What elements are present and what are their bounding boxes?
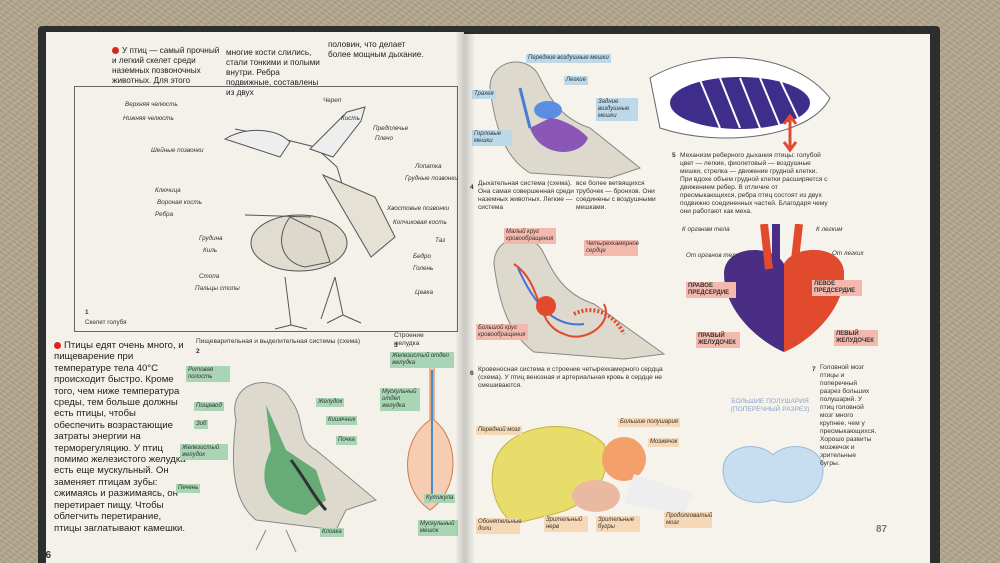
label-gland-stomach: Железистый желудок: [180, 444, 228, 460]
skeleton-drawing: [223, 106, 396, 330]
label-coccyx: Копчиковая кость: [393, 219, 447, 226]
label-kidney: Почка: [336, 436, 357, 445]
label-small-circle: Малый круг кровообращения: [504, 228, 556, 244]
cross-section-title: БОЛЬШИЕ ПОЛУШАРИЯ (ПОПЕРЕЧНЫЙ РАЗРЕЗ): [730, 398, 810, 413]
label-foot: Стопа: [199, 273, 220, 280]
label-four-chamber: Четырехкамерное сердце: [584, 240, 640, 256]
resp-caption: Дыхательная система (схема). Она самая с…: [478, 180, 574, 211]
label-from-body: От органов тела: [686, 252, 740, 259]
label-lower-jaw: Нижняя челюсть: [123, 115, 174, 122]
col2-text: многие кости слились, стали тонкими и по…: [226, 48, 320, 97]
label-cerebellum: Мозжечок: [648, 438, 680, 447]
label-crop: Ротовая полость: [186, 366, 230, 382]
stomach-drawing: [407, 360, 454, 511]
digestive-num: 2: [196, 348, 200, 355]
circ-num: 6: [470, 370, 474, 378]
label-shin: Голень: [413, 265, 434, 272]
bullet-icon: [112, 47, 119, 54]
label-to-body: К органам тела: [682, 226, 730, 233]
label-hemispheres: Большие полушария: [618, 418, 680, 427]
label-cloaca: Клоака: [320, 528, 344, 537]
label-scapula: Лопатка: [415, 163, 442, 170]
label-stomach: Желудок: [316, 398, 345, 407]
book-gutter: [455, 32, 475, 563]
ribcage-num: 5: [672, 152, 676, 159]
diet-text: Птицы едят очень много, и пищеварение пр…: [54, 340, 188, 534]
label-sternum: Грудина: [199, 235, 223, 242]
label-muscular: Мускульный отдел желудка: [380, 388, 420, 411]
ribcage-drawing: [649, 57, 831, 153]
ribcage-caption: Механизм реберного дыхания птицы: голубо…: [680, 152, 828, 215]
label-right-atrium: ПРАВОЕ ПРЕДСЕРДИЕ: [686, 282, 736, 298]
brain-drawing: [491, 426, 694, 525]
label-front-sacs: Передние воздушные мешки: [526, 54, 611, 63]
digestive-title: Пищеварительная и выделительная системы …: [196, 338, 361, 345]
label-olfactory: Обонятельные доли: [476, 518, 522, 534]
label-trachea: Трахея: [472, 90, 496, 99]
resp-num: 4: [470, 184, 474, 192]
heart-drawing: [724, 224, 844, 352]
label-ribs: Ребра: [155, 211, 174, 218]
label-neck-vertebrae: Шейные позвонки: [151, 147, 204, 154]
skeleton-caption: Скелет голубя: [85, 319, 127, 326]
label-shoulder: Плечо: [375, 135, 394, 142]
label-optic-lobes: Зрительные бугры: [596, 516, 640, 532]
brain-caption: Головной мозг птицы и поперечный разрез …: [820, 364, 877, 467]
label-throat-sacs: Горловые мешки: [472, 130, 512, 146]
label-cuticle: Кутикула: [424, 494, 456, 503]
left-page: У птиц — самый прочный и легкий скелет с…: [46, 32, 464, 563]
resp-caption-2: все более ветвящихся трубочек — бронхов.…: [576, 180, 656, 211]
label-glandular: Железистый отдел желудка: [390, 352, 454, 368]
label-muscle-bag: Мускульный мешок: [418, 520, 458, 536]
skeleton-figure: Верхняя челюсть Нижняя челюсть Шейные по…: [74, 86, 458, 332]
label-optic-nerve: Зрительный нерв: [544, 516, 588, 532]
label-liver: Печень: [176, 484, 201, 493]
label-from-lungs: От легких: [832, 250, 864, 257]
label-goiter: Пищевод: [194, 402, 224, 411]
circulation-drawing: [493, 237, 666, 360]
label-tail-vertebrae: Хвостовые позвонки: [387, 205, 450, 212]
label-to-lungs: К легким: [816, 226, 843, 233]
label-medulla: Продолговатый мозг: [664, 512, 713, 528]
label-tarsus: Цевка: [415, 289, 433, 296]
cross-section-drawing: [722, 446, 824, 503]
label-left-atrium: ЛЕВОЕ ПРЕДСЕРДИЕ: [812, 280, 862, 296]
label-clavicle: Ключица: [155, 187, 181, 194]
label-big-circle: Большой круг кровообращения: [476, 324, 528, 340]
intro-text: У птиц — самый прочный и легкий скелет с…: [112, 46, 220, 86]
label-pelvis: Таз: [435, 237, 445, 244]
label-thigh: Бедро: [413, 253, 432, 260]
page-number-right: 87: [876, 524, 888, 535]
intro-text-body: У птиц — самый прочный и легкий скелет с…: [112, 46, 220, 85]
label-right-ventricle: ПРАВЫЙ ЖЕЛУДОЧЕК: [696, 332, 740, 348]
label-crow-bone: Вороная кость: [157, 199, 202, 206]
digestive-drawing: [232, 382, 378, 553]
label-forearm: Предплечье: [373, 125, 409, 132]
stomach-num: 3: [394, 342, 398, 349]
label-rear-sacs: Задние воздушные мешки: [596, 98, 638, 121]
label-thoracic: Грудные позвонки: [405, 175, 458, 182]
diet-text-body: Птицы едят очень много, и пищеварение пр…: [54, 340, 186, 534]
label-lungs: Легкие: [564, 76, 588, 85]
label-intestine: Кишечник: [326, 416, 358, 425]
circ-caption: Кровеносная система и строение четырехка…: [478, 366, 663, 389]
label-toes: Пальцы стопы: [195, 285, 240, 292]
bullet-icon-2: [54, 342, 61, 349]
label-front-brain: Передний мозг: [476, 426, 523, 435]
stomach-title: Строение желудка: [394, 332, 424, 347]
label-wrist: Кисть: [341, 115, 360, 122]
col3-text: половин, что делает более мощным дыхание…: [328, 40, 424, 59]
skeleton-num: 1: [85, 309, 89, 316]
label-upper-jaw: Верхняя челюсть: [125, 101, 178, 108]
page-number-left: 86: [46, 550, 52, 561]
label-left-ventricle: ЛЕВЫЙ ЖЕЛУДОЧЕК: [834, 330, 878, 346]
right-page: Передние воздушные мешки Трахея Легкие З…: [464, 34, 930, 563]
label-skull: Череп: [323, 97, 342, 104]
label-keel: Киль: [203, 247, 218, 254]
brain-num: 7: [812, 366, 816, 373]
label-crop2: Зоб: [194, 420, 209, 429]
